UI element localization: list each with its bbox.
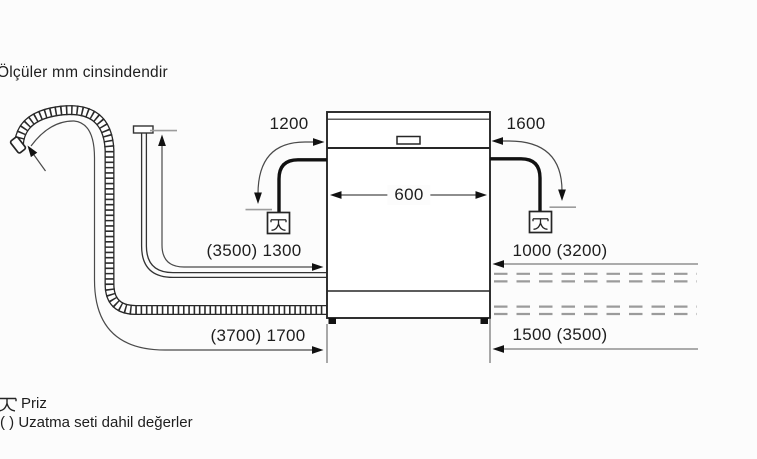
power-cable-left — [277, 158, 327, 212]
legend-parentheses-note: ( ) Uzatma seti dahil değerler — [0, 414, 193, 431]
dim-line-1600 — [494, 140, 563, 192]
socket-right — [528, 210, 553, 234]
dim-label-3500-1300: (3500) 1300 — [206, 241, 302, 260]
socket-icon — [270, 219, 287, 231]
diagram-title: Ölçüler mm cinsindendir — [0, 64, 168, 81]
power-cables — [277, 157, 542, 212]
dim-line-1200 — [257, 141, 320, 195]
supply-hose — [132, 125, 327, 279]
dim-label-1200: 1200 — [269, 114, 309, 133]
arrowheads — [27, 134, 566, 354]
left-foot — [328, 318, 336, 324]
dim-line-3700-1700 — [30, 120, 319, 351]
power-cable-right — [490, 157, 542, 211]
dim-label-600: 600 — [387, 185, 431, 205]
dim-label-1500-3500: 1500 (3500) — [512, 325, 608, 344]
socket-icon — [532, 218, 549, 230]
dim-label-1000-3200: 1000 (3200) — [512, 241, 608, 260]
drain-hose — [9, 105, 327, 315]
right-foot — [480, 318, 488, 324]
dim-line-3500-1300 — [161, 145, 319, 268]
dim-label-1600: 1600 — [506, 114, 546, 133]
extension-dashed-lines — [494, 272, 697, 316]
drain-hose-end-fitting — [9, 136, 27, 154]
measure-ticks — [150, 129, 576, 211]
tap-connector-icon — [132, 125, 154, 134]
dim-label-3700-1700: (3700) 1700 — [210, 326, 306, 345]
legend-socket-icon — [0, 397, 17, 412]
socket-left — [266, 211, 291, 235]
door-handle — [396, 135, 421, 145]
legend-socket-label: Priz — [21, 395, 47, 412]
dishwasher-unit — [326, 111, 491, 363]
